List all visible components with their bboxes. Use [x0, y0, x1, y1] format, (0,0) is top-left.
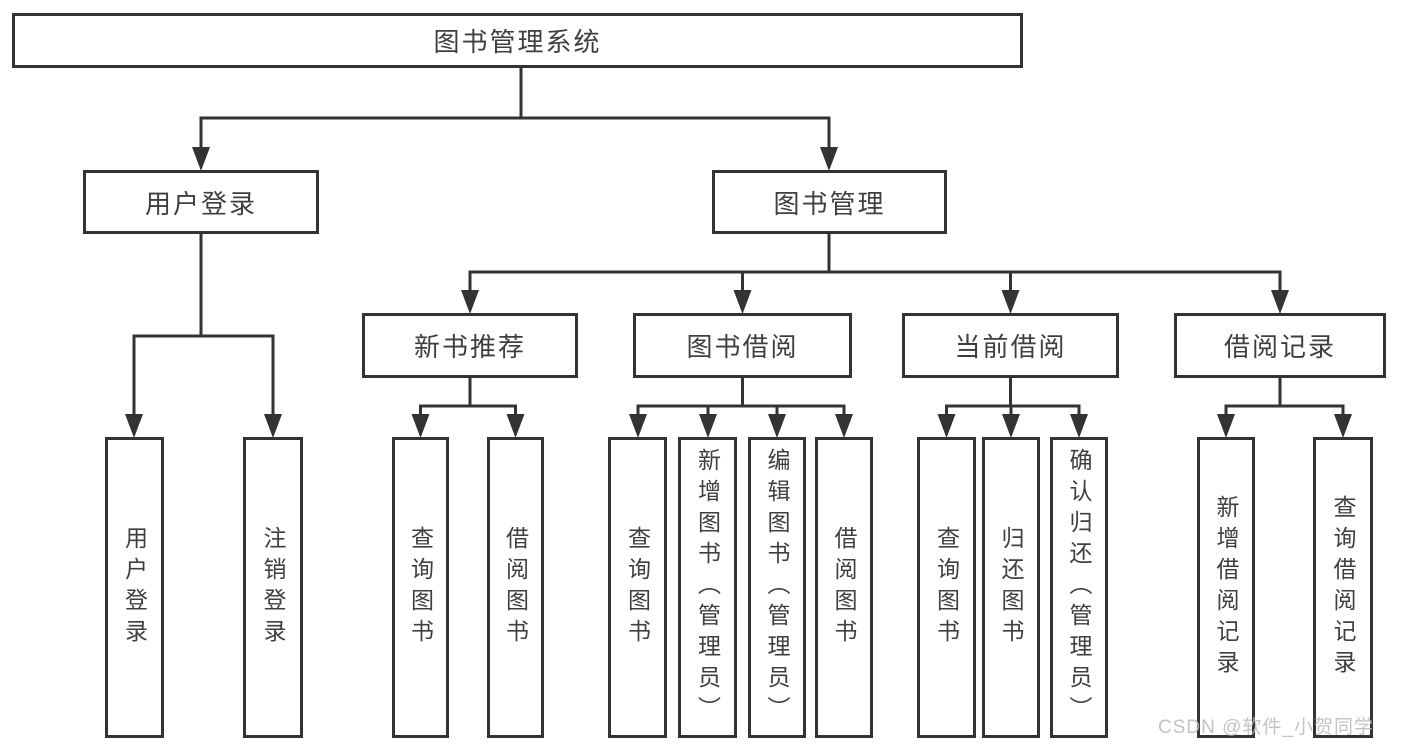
- watermark-text: CSDN @软件_小贺同学: [1158, 717, 1374, 738]
- node-book-management: 图书管理: [712, 170, 947, 234]
- leaf-confirm-return-admin: 确认归还（管理员）: [1050, 437, 1108, 738]
- leaf-borrow-books-recommend: 借阅图书: [487, 437, 544, 738]
- node-user-login: 用户登录: [83, 170, 319, 234]
- leaf-user-login: 用户登录: [105, 437, 164, 738]
- leaf-edit-books-admin: 编辑图书（管理员）: [748, 437, 806, 738]
- leaf-add-books-admin: 新增图书（管理员）: [678, 437, 737, 738]
- node-new-book-recommend: 新书推荐: [362, 313, 578, 378]
- node-borrow-records: 借阅记录: [1174, 313, 1386, 378]
- leaf-logout: 注销登录: [243, 437, 303, 738]
- node-current-borrow: 当前借阅: [902, 313, 1119, 378]
- leaf-query-books-current: 查询图书: [917, 437, 976, 738]
- leaf-query-borrow-record: 查询借阅记录: [1313, 437, 1373, 738]
- leaf-add-borrow-record: 新增借阅记录: [1197, 437, 1255, 738]
- leaf-borrow-books: 借阅图书: [815, 437, 873, 738]
- node-book-borrow: 图书借阅: [633, 313, 852, 378]
- leaf-query-books-borrow: 查询图书: [608, 437, 667, 738]
- node-library-system-root: 图书管理系统: [12, 13, 1023, 68]
- leaf-return-books: 归还图书: [982, 437, 1040, 738]
- leaf-query-books-recommend: 查询图书: [392, 437, 449, 738]
